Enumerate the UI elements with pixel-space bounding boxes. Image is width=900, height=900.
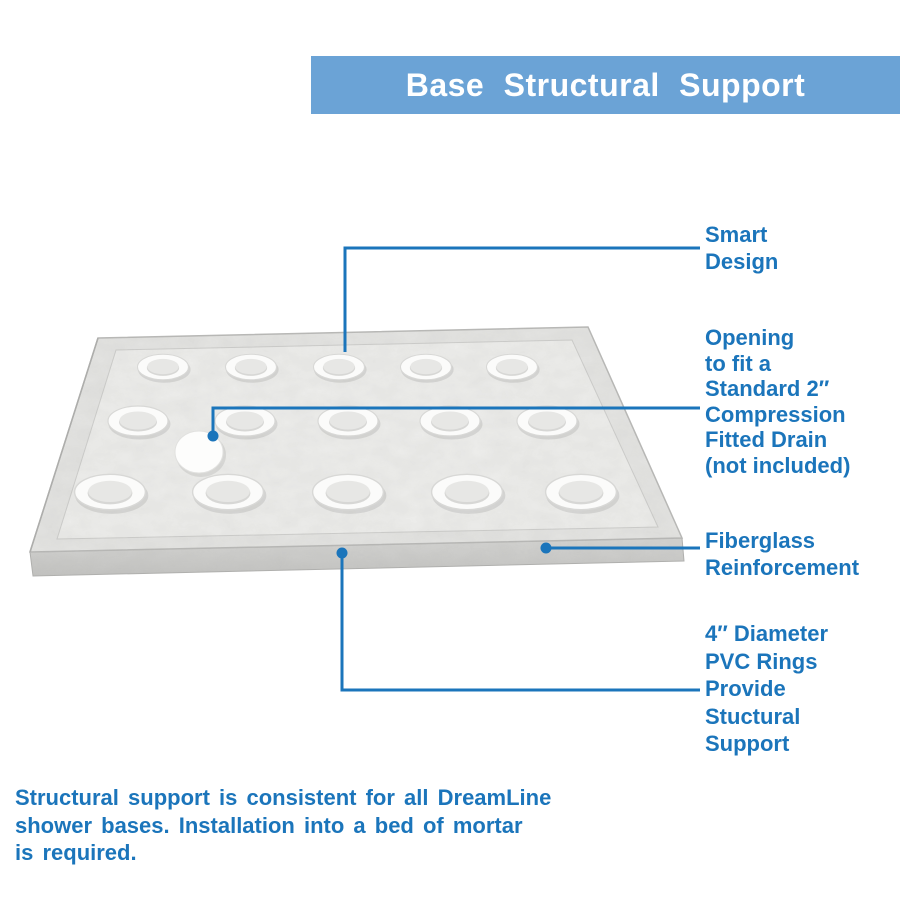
pvc-ring <box>430 473 507 515</box>
callout-line-pvc-rings <box>340 556 700 692</box>
drain-hole <box>174 430 226 477</box>
pvc-ring <box>399 353 455 384</box>
pvc-ring <box>419 405 484 441</box>
header-bar: Base Structural Support <box>311 56 900 114</box>
callout-text-line: Fitted Drain <box>705 427 828 452</box>
pvc-ring <box>136 353 192 384</box>
pvc-ring <box>311 473 388 515</box>
pvc-ring <box>73 473 150 515</box>
pan-texture <box>30 327 684 576</box>
callout-text-line: PVC Rings <box>705 648 818 674</box>
callout-line-drain-opening <box>211 406 700 433</box>
callout-dot-drain-opening <box>207 430 219 442</box>
callout-smart-design-label: Smart Design <box>705 221 778 275</box>
footer-text-line: shower bases. Installation into a bed of… <box>15 812 523 838</box>
callout-text-line: Compression <box>705 401 846 427</box>
pvc-ring <box>224 353 280 384</box>
footer-text-line: Structural support is consistent for all… <box>15 785 552 810</box>
callout-dots <box>207 430 552 559</box>
footer-note: Structural support is consistent for all… <box>15 784 551 867</box>
pvc-ring <box>317 405 382 441</box>
callout-text-line: Smart <box>705 222 768 247</box>
callout-connectors <box>211 246 700 692</box>
callout-text-line: Support <box>705 731 790 756</box>
pvc-ring <box>191 473 268 515</box>
pvc-ring <box>214 405 279 441</box>
pvc-ring <box>516 405 581 441</box>
callout-text-line: Opening <box>705 325 795 350</box>
callout-text-line: Fiberglass <box>705 528 816 553</box>
callout-text-line: Reinforcement <box>705 555 860 580</box>
callout-pvc-rings-label: 4″ Diameter PVC Rings Provide Stuctural … <box>705 620 828 758</box>
callout-text-line: Standard 2″ <box>705 376 830 401</box>
callout-text-line: (not included) <box>705 452 851 478</box>
pan-left-edge <box>29 337 99 553</box>
callout-drain-opening-label: Opening to fit a Standard 2″ Compression… <box>705 325 850 478</box>
shower-pan <box>28 326 685 577</box>
callout-dot-pvc-rings <box>336 547 348 559</box>
pvc-ring <box>485 353 541 384</box>
callout-line-smart-design <box>343 246 700 352</box>
callout-text-line: to fit a <box>705 350 771 376</box>
callout-text-line: Stuctural <box>705 703 801 729</box>
callout-text-line: Provide <box>705 676 786 701</box>
pvc-ring <box>312 353 368 384</box>
page-title: Base Structural Support <box>405 66 806 103</box>
footer-text-line: is required. <box>15 840 137 865</box>
callout-text-line: 4″ Diameter <box>705 621 829 646</box>
pvc-ring <box>107 405 172 441</box>
pvc-ring <box>544 473 621 515</box>
callout-dot-fiberglass <box>540 542 552 554</box>
callout-text-line: Design <box>705 249 779 274</box>
callout-fiberglass-label: Fiberglass Reinforcement <box>705 527 859 581</box>
